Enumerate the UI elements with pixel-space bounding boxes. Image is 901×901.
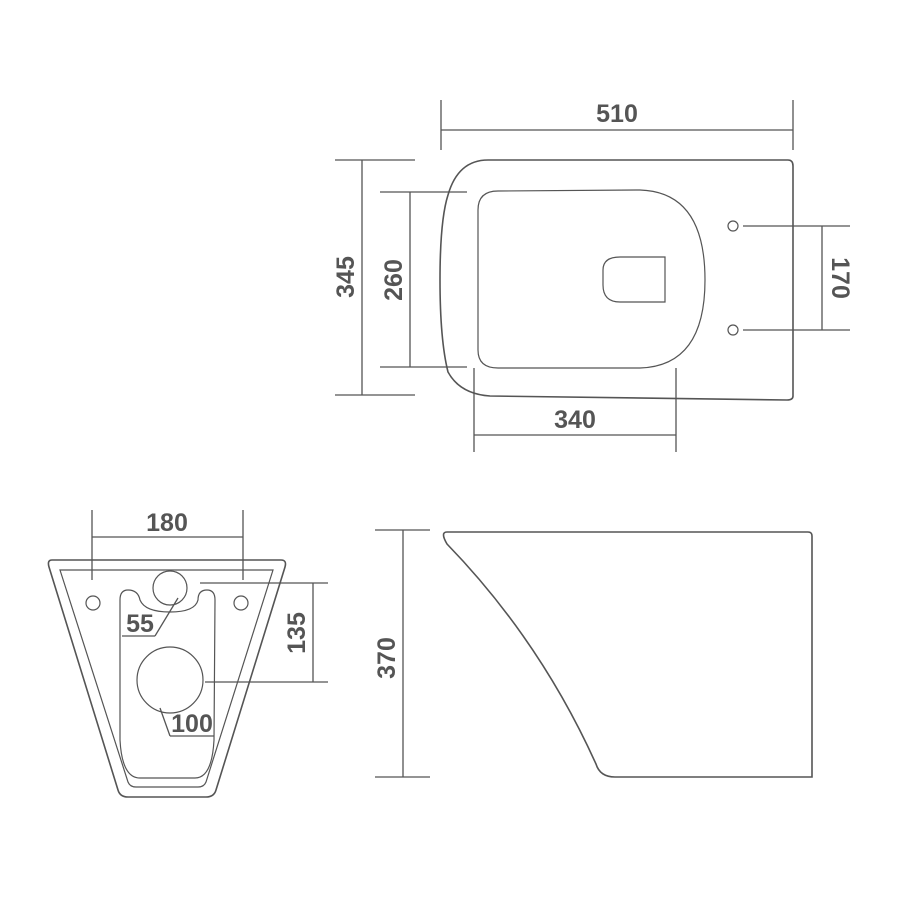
dim-260: 260	[380, 259, 408, 301]
dim-170: 170	[826, 257, 854, 299]
rear-view: 180 135 55 100	[47, 509, 328, 798]
inlet-circle	[152, 570, 188, 606]
dim-340: 340	[554, 406, 596, 434]
dim-510: 510	[596, 100, 638, 128]
dim-100: 100	[171, 710, 213, 738]
dim-180: 180	[146, 509, 188, 537]
fixing-hole	[727, 220, 739, 232]
side-view: 370	[373, 529, 813, 778]
top-view: 510 345 260 170 340	[332, 100, 854, 452]
fixing-hole	[727, 324, 739, 336]
outlet-circle	[136, 646, 204, 714]
dim-135: 135	[283, 612, 311, 654]
dim-370: 370	[373, 637, 401, 679]
dim-55: 55	[126, 610, 154, 638]
dim-345: 345	[332, 256, 360, 298]
